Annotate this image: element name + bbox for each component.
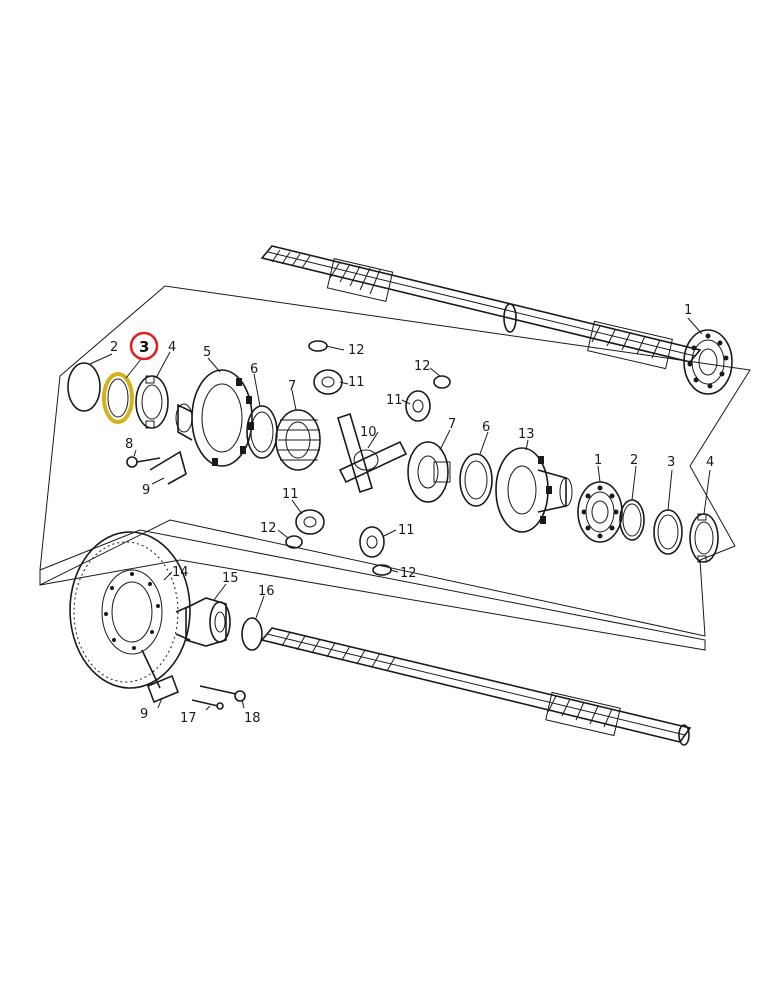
washer-12-right — [433, 375, 451, 389]
leader-lines — [89, 317, 711, 711]
upper-axle-shaft — [260, 245, 702, 370]
side-gear-7-right — [407, 441, 451, 503]
label-part-1-right: 1 — [594, 453, 602, 468]
label-part-6-left: 6 — [250, 362, 258, 377]
label-part-7-left: 7 — [288, 379, 296, 394]
label-part-7-right: 7 — [448, 417, 456, 432]
ring-3-highlighted — [102, 372, 134, 424]
highlight-circle — [129, 331, 159, 361]
label-part-10: 10 — [360, 425, 377, 440]
lower-axle-shaft — [260, 627, 692, 746]
hub-15 — [175, 597, 231, 647]
label-part-3-right: 3 — [667, 455, 675, 470]
label-part-11-top: 11 — [348, 375, 365, 390]
label-part-11-right: 11 — [386, 393, 403, 408]
side-gear-7-left — [275, 409, 321, 471]
label-part-12-right: 12 — [414, 359, 431, 374]
bearing-1-top — [683, 329, 733, 395]
differential-case-13 — [495, 447, 573, 533]
label-part-2-left: 2 — [110, 340, 118, 355]
label-part-11-bottom-left: 11 — [282, 487, 299, 502]
pin-17 — [191, 699, 224, 710]
label-part-11-bottom-right: 11 — [398, 523, 415, 538]
label-part-12-top: 12 — [348, 343, 365, 358]
ring-gear-14 — [69, 531, 191, 689]
snap-ring-2-right — [619, 499, 645, 541]
bolt-18 — [199, 685, 246, 702]
washer-12-top — [308, 340, 328, 352]
label-part-4-right: 4 — [706, 455, 714, 470]
label-part-5: 5 — [203, 345, 211, 360]
label-part-9-lower: 9 — [140, 707, 148, 722]
thrust-washer-6-right — [459, 453, 493, 507]
label-part-3-highlighted: 3 — [139, 338, 149, 356]
nut-4-left — [135, 375, 169, 429]
label-part-2-right: 2 — [630, 453, 638, 468]
lower-plane-outline — [39, 529, 706, 651]
label-part-15: 15 — [222, 571, 239, 586]
label-part-1-top: 1 — [684, 303, 692, 318]
pinion-gear-11-bottom-right — [359, 526, 385, 558]
label-part-6-right: 6 — [482, 420, 490, 435]
label-part-18: 18 — [244, 711, 261, 726]
label-part-4-left: 4 — [168, 340, 176, 355]
o-ring-16 — [241, 617, 263, 651]
thrust-washer-6-left — [246, 405, 278, 459]
bearing-1-right — [577, 481, 623, 543]
label-part-13: 13 — [518, 427, 535, 442]
label-part-14: 14 — [172, 565, 189, 580]
label-part-12-bottom-left: 12 — [260, 521, 277, 536]
washer-12-bottom-left — [285, 535, 303, 549]
spider-cross-10 — [337, 412, 408, 494]
lock-plate-9-lower — [141, 649, 180, 704]
label-part-9-upper: 9 — [142, 483, 150, 498]
bolt-8-and-lock-9-upper — [126, 450, 187, 485]
label-part-8: 8 — [125, 437, 133, 452]
label-part-12-bottom-right: 12 — [400, 566, 417, 581]
washer-12-bottom-right — [372, 564, 392, 576]
snap-ring-2-left — [67, 362, 101, 412]
pinion-gear-11-right — [405, 390, 431, 422]
ring-3-right — [653, 509, 683, 555]
pinion-gear-11-bottom-left — [295, 509, 325, 535]
differential-case-5 — [175, 369, 254, 467]
label-part-16: 16 — [258, 584, 275, 599]
nut-4-right — [689, 513, 719, 563]
label-part-17: 17 — [180, 711, 197, 726]
pinion-gear-11-top — [313, 369, 343, 395]
